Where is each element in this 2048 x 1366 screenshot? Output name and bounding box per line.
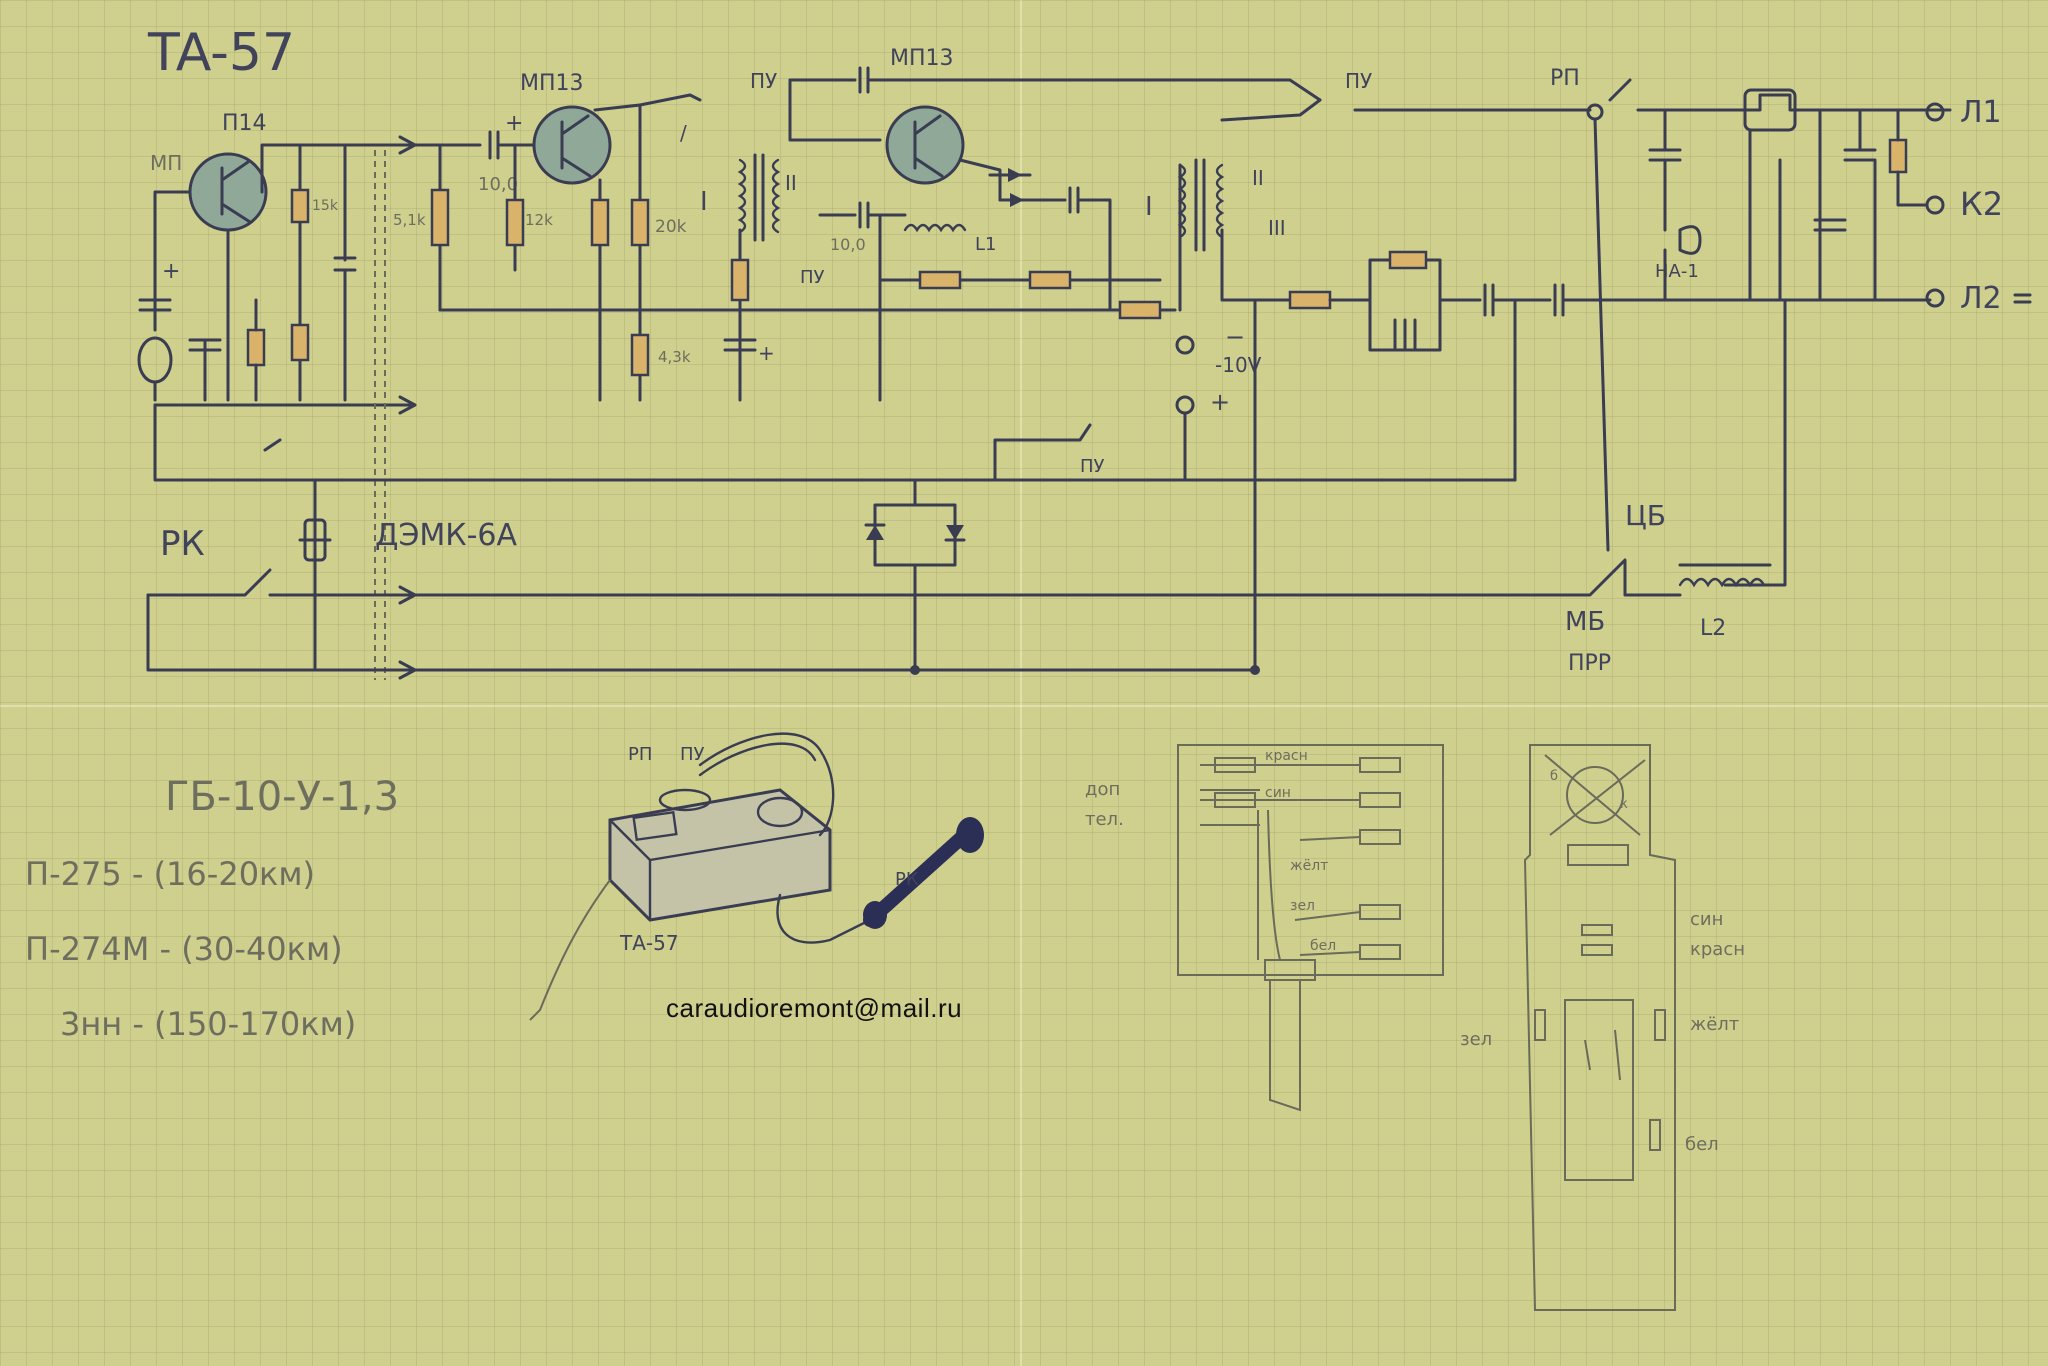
- label-demk: ДЭМК-6А: [375, 518, 517, 553]
- resistor-5-1k-b: [430, 188, 450, 247]
- label-l1: Л1: [1960, 95, 2002, 130]
- handset-label-bel: бел: [1685, 1134, 1719, 1155]
- label-plus: +: [1210, 388, 1230, 416]
- label-mp13-2: МП13: [890, 46, 954, 71]
- handset-label-sin: син: [1690, 909, 1723, 930]
- wiring-label-tel: тел.: [1085, 809, 1124, 830]
- email-link[interactable]: caraudioremont@mail.ru: [666, 993, 963, 1023]
- label-l2-coil: L2: [1700, 616, 1726, 641]
- label-k2: К2: [1960, 185, 2003, 223]
- diode-bridge-oscillator: [988, 168, 1037, 207]
- battery-label: ГБ-10-У-1,3: [165, 774, 399, 820]
- wiring-label-sin: син: [1265, 785, 1291, 801]
- resistor-osc-1: [918, 270, 962, 290]
- label-4-3k: 4,3k: [658, 348, 691, 366]
- schematic-title: TA-57: [147, 23, 295, 83]
- terminal-plus[interactable]: [1175, 395, 1195, 415]
- label-t2-tertiary: III: [1268, 216, 1286, 240]
- label-ha-1: НА-1: [1655, 261, 1699, 282]
- resistor-osc-2: [1028, 270, 1072, 290]
- range-3nn: 3нн - (150-170км): [60, 1005, 356, 1043]
- plus-sign-c2: +: [758, 341, 775, 365]
- microphone-icon: [137, 336, 173, 384]
- label-minus: −: [1225, 323, 1245, 351]
- resistor-line-1: [1288, 290, 1332, 310]
- label-mp13-1: МП13: [520, 71, 584, 96]
- resistor-osc-3: [1118, 300, 1162, 320]
- device-label-rp: РП: [628, 744, 652, 765]
- plus-sign-mic: +: [162, 259, 180, 284]
- label-5-1k: 5,1k: [393, 211, 426, 229]
- label-ppr: ПРР: [1568, 651, 1611, 676]
- wiring-label-bel: бел: [1310, 938, 1336, 954]
- wiring-label-krasn: красн: [1265, 748, 1308, 764]
- transistor-p14: [188, 152, 268, 232]
- relay-box: [1743, 88, 1797, 132]
- connector-wiring-sketch: [1177, 744, 1444, 1112]
- ground-symbol: [2013, 293, 2032, 304]
- label-15k: 15k: [312, 198, 339, 214]
- device-label-rk: РК: [895, 869, 919, 890]
- resistor-5-1k-a: [290, 323, 310, 362]
- label-t2-primary: I: [1145, 192, 1153, 222]
- terminal-minus[interactable]: [1175, 335, 1195, 355]
- resistor-collector: [730, 258, 750, 302]
- handset-label-b: б: [1550, 769, 1558, 784]
- resistor-15k: [290, 188, 310, 224]
- label-pu-4: ПУ: [1080, 456, 1105, 477]
- label-cb: ЦБ: [1625, 499, 1666, 532]
- resistor-line-2: [1388, 250, 1428, 270]
- label-t1-primary: I: [700, 187, 708, 217]
- device-label-pu: ПУ: [680, 744, 705, 765]
- switch-node-rp: [1586, 103, 1604, 121]
- handset-label-krasn: красн: [1690, 939, 1745, 960]
- label-mp: МП: [150, 151, 182, 175]
- wiring-label-zhelt: жёлт: [1290, 858, 1328, 874]
- resistor-12k: [505, 198, 525, 247]
- label-mb: МБ: [1565, 607, 1605, 637]
- label-12k: 12k: [525, 211, 553, 229]
- label-t1-secondary: II: [785, 171, 797, 195]
- label-rk: РК: [160, 524, 205, 564]
- terminal-l1[interactable]: [1925, 102, 1945, 122]
- label-t2-secondary: II: [1252, 166, 1264, 190]
- terminal-l2[interactable]: [1925, 288, 1945, 308]
- label-l2: Л2: [1960, 281, 2002, 316]
- wiring-label-dop: доп: [1085, 779, 1120, 800]
- terminal-k2[interactable]: [1925, 195, 1945, 215]
- device-label-name: ТА-57: [619, 931, 679, 955]
- resistor-output: [1888, 138, 1908, 174]
- resistor-4-3k: [630, 333, 650, 377]
- label-l1-coil: L1: [975, 234, 996, 255]
- handset-label-k: к: [1620, 797, 1628, 812]
- range-p275: П-275 - (16-20км): [25, 855, 315, 893]
- label-c10: 10,0: [478, 174, 518, 195]
- fold-line-horizontal: [0, 705, 2048, 707]
- label-pu-1: ПУ: [750, 69, 777, 93]
- device-sketch: [529, 732, 984, 1021]
- wiring-label-zel: зел: [1290, 898, 1315, 914]
- resistor-6-8k: [246, 328, 266, 367]
- label-pu-2: ПУ: [800, 267, 825, 288]
- resistor-1k5: [590, 198, 610, 247]
- handset-sketch: [1523, 744, 1676, 1311]
- transistor-mp13-2: [885, 105, 965, 185]
- transistor-mp13-1: [532, 105, 612, 185]
- switch-mark-1: /: [680, 121, 687, 145]
- label-pu-3: ПУ: [1345, 69, 1372, 93]
- handset-label-zel: зел: [1460, 1029, 1492, 1050]
- label-c10-2: 10,0: [830, 235, 866, 254]
- label-20k: 20k: [655, 217, 687, 237]
- label-p14: П14: [222, 111, 267, 136]
- diode-bridge-lower: [864, 478, 966, 672]
- plus-sign-c1: +: [505, 111, 523, 136]
- handset-label-zhelt: жёлт: [1690, 1014, 1739, 1035]
- label-rp: РП: [1550, 66, 1580, 91]
- resistor-20k: [630, 198, 650, 247]
- range-p274m: П-274М - (30-40км): [25, 930, 343, 968]
- fold-line-vertical: [1020, 0, 1022, 1366]
